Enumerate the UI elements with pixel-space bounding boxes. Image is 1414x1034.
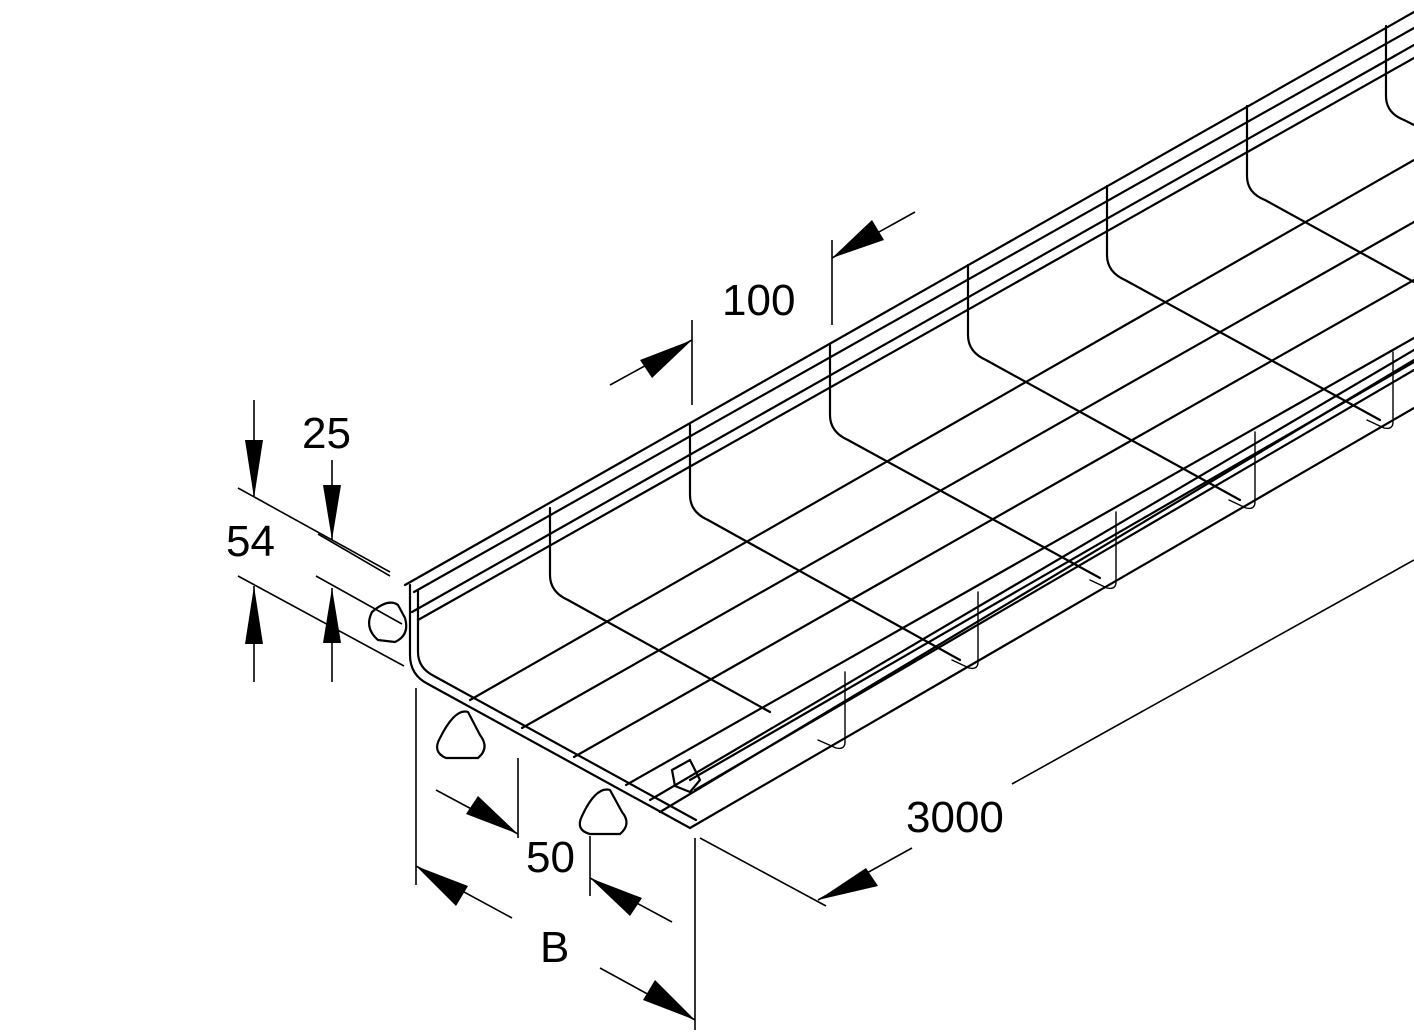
- left-top-rail-inner: [412, 26, 1414, 594]
- right-mid-rail: [648, 348, 1414, 802]
- bottom-wire-3: [572, 278, 1414, 759]
- left-mid-rail: [410, 43, 1414, 614]
- front-left-upright: [408, 583, 692, 830]
- dim-54-extension-bottom: [237, 575, 405, 667]
- dim-54-arrow-bottom: [245, 586, 263, 644]
- dim-3000-leader-back: [1011, 559, 1414, 785]
- dim-50-arrow-right: [590, 878, 642, 916]
- dim-25-arrow-bottom: [323, 588, 341, 643]
- left-top-rail: [403, 10, 1414, 587]
- right-foot-1: [817, 671, 846, 750]
- dim-b-arrow-left: [416, 866, 468, 906]
- right-foot-3: [1089, 511, 1117, 590]
- dim-100-arrow-right: [832, 220, 884, 258]
- front-clip-middle: [435, 710, 486, 760]
- right-foot-4: [1228, 431, 1256, 510]
- bottom-wire-2: [520, 220, 1414, 730]
- wire-mesh-tray: [367, 10, 1414, 836]
- label-54: 54: [226, 517, 275, 566]
- cross-wire-1: [548, 506, 772, 714]
- front-clip-inner: [670, 758, 702, 794]
- right-foot-5: [1366, 351, 1394, 430]
- dim-50-arrow-left: [466, 796, 518, 834]
- dim-25-extension-top: [317, 533, 391, 577]
- front-clip-right: [578, 788, 628, 836]
- dim-b-arrow-right: [643, 980, 695, 1020]
- front-clip-left: [367, 601, 408, 644]
- cross-wire-6: [1245, 104, 1414, 284]
- cross-wire-7: [1384, 24, 1414, 127]
- dimension-lines: [237, 211, 1414, 1030]
- bottom-wire-4: [624, 336, 1414, 787]
- label-25: 25: [302, 409, 351, 458]
- right-bottom-rail: [688, 406, 1414, 830]
- dim-100-arrow-left: [640, 340, 692, 378]
- left-mid-rail-inner: [416, 56, 1414, 622]
- right-foot-2: [951, 591, 979, 670]
- front-left-upright-inner: [416, 588, 698, 822]
- dim-54-extension-top: [237, 487, 391, 573]
- cross-wire-4: [966, 263, 1242, 502]
- label-50: 50: [526, 833, 575, 882]
- right-mid-rail-inner: [658, 358, 1414, 814]
- cross-wire-3: [828, 343, 1102, 580]
- dim-25-arrow-top: [323, 485, 341, 540]
- dim-3000-arrow-front: [818, 868, 878, 900]
- bottom-wire-1: [468, 158, 1414, 702]
- label-b: B: [540, 923, 569, 972]
- label-3000: 3000: [906, 793, 1004, 842]
- cross-wire-5: [1105, 184, 1382, 422]
- label-100: 100: [722, 276, 795, 325]
- dim-54-arrow-top: [245, 440, 263, 498]
- dim-25-extension-bottom: [315, 575, 403, 625]
- dim-3000-extension-front: [699, 837, 827, 907]
- dimension-labels: 100 25 54 50 B 3000: [226, 276, 1004, 972]
- cross-wire-2: [688, 423, 962, 662]
